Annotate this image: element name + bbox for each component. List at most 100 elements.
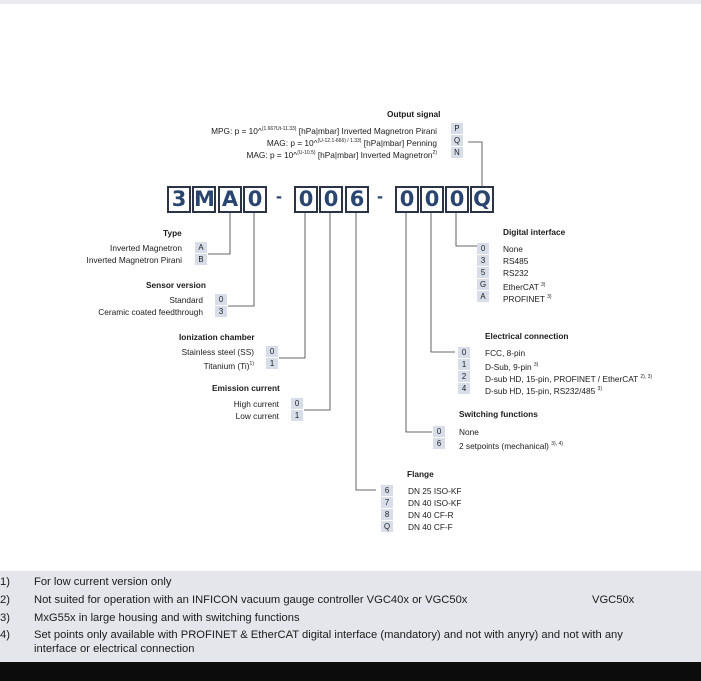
footnote-marker: 3) (540, 282, 546, 288)
footnote-text: MxG55x in large housing and with switchi… (34, 612, 300, 624)
pn-char: 6 (345, 186, 369, 213)
switching-functions-heading: Switching functions (459, 409, 538, 419)
digital-interface-label: EtherCAT 3) (503, 280, 545, 292)
output-signal-row-1: MPG: p = 10^(1.667Ut-11.33) [hPa|mbar] I… (211, 124, 437, 136)
flange-heading: Flange (407, 469, 434, 479)
type-label: Inverted Magnetron Pirani (86, 255, 182, 265)
ionization-label-text: Titanium (Ti) (203, 360, 250, 371)
ionization-chamber-label: Titanium (Ti)1) (204, 359, 254, 371)
sensor-version-code: 0 (215, 294, 227, 305)
electrical-label-text: D-Sub, 9-pin (485, 361, 532, 372)
output-prefix: MPG: (211, 125, 233, 136)
output-unit: [hPa|mbar] (363, 137, 405, 148)
emission-current-heading: Emission current (212, 383, 280, 393)
output-signal-heading: Output signal (387, 109, 441, 119)
footnote-text: Not suited for operation with an INFICON… (34, 594, 468, 606)
output-code-P: P (451, 123, 463, 134)
output-exponent: (1.667Ut-11.33) (261, 126, 297, 132)
flange-label: DN 40 CF-F (408, 522, 453, 532)
pn-char: 0 (294, 186, 318, 213)
footnote-text: For low current version only (34, 576, 172, 588)
type-code: B (195, 254, 207, 265)
footnote-marker: 3), 4) (551, 441, 563, 447)
footnote-marker: 3) (547, 294, 552, 300)
switching-label-text: 2 setpoints (mechanical) (459, 440, 549, 451)
electrical-connection-code: 2 (458, 371, 470, 382)
pn-char: M (192, 186, 216, 213)
pn-char: 0 (445, 186, 469, 213)
electrical-label-text: D-sub HD, 15-pin, RS232/485 (485, 385, 596, 396)
output-desc: Inverted Magnetron Pirani (341, 125, 437, 136)
output-desc: Inverted Magnetron (360, 149, 433, 160)
bottom-bar (0, 662, 701, 681)
footnote-number: 1) (0, 576, 10, 588)
switching-functions-label: None (459, 427, 479, 437)
flange-code: 6 (381, 485, 393, 496)
pn-separator: - (377, 186, 383, 206)
output-desc: Penning (406, 137, 437, 148)
ionization-chamber-code: 1 (266, 358, 278, 369)
flange-code: Q (381, 521, 393, 532)
switching-functions-label: 2 setpoints (mechanical) 3), 4) (459, 439, 563, 451)
footnote-marker: 3) (597, 386, 602, 392)
digital-interface-code: 5 (477, 267, 489, 278)
footnote-number: 4) (0, 629, 10, 641)
footnote-number: 2) (0, 594, 10, 606)
output-exponent: (U-10.5) (297, 150, 316, 156)
output-code-Q: Q (451, 135, 463, 146)
output-exponent: (U-12.1-666) / 1.33) (317, 138, 362, 144)
pn-char: 0 (395, 186, 419, 213)
top-bar (0, 0, 701, 4)
digital-interface-label: RS232 (503, 268, 529, 278)
sensor-version-label: Ceramic coated feedthrough (98, 307, 203, 317)
footnote-number: 3) (0, 612, 10, 624)
pn-char: 3 (167, 186, 191, 213)
output-code-N: N (451, 147, 463, 158)
flange-label: DN 25 ISO-KF (408, 486, 462, 496)
output-unit: [hPa|mbar] (317, 149, 359, 160)
output-formula: p = 10^ (234, 125, 262, 136)
output-signal-row-3: MAG: p = 10^(U-10.5) [hPa|mbar] Inverted… (246, 148, 437, 160)
footnote-marker: 2), 3) (640, 374, 653, 380)
digital-interface-code: A (477, 291, 489, 302)
switching-functions-code: 0 (433, 426, 445, 437)
pn-char: 0 (319, 186, 343, 213)
digital-interface-code: 0 (477, 243, 489, 254)
sensor-version-label: Standard (169, 295, 203, 305)
output-signal-row-2: MAG: p = 10^(U-12.1-666) / 1.33) [hPa|mb… (267, 136, 437, 148)
digital-interface-code: 3 (477, 255, 489, 266)
pn-char: 0 (243, 186, 267, 213)
output-formula: p = 10^ (290, 137, 318, 148)
ionization-chamber-code: 0 (266, 346, 278, 357)
digital-label-text: EtherCAT (503, 281, 539, 292)
emission-current-label: High current (233, 399, 279, 409)
electrical-connection-label: FCC, 8-pin (485, 348, 526, 358)
output-footnote: 2) (432, 150, 437, 156)
flange-code: 8 (381, 509, 393, 520)
digital-interface-code: G (477, 279, 489, 290)
footnotes-panel: 1) For low current version only 2) Not s… (0, 571, 701, 662)
electrical-connection-heading: Electrical connection (485, 331, 569, 341)
digital-interface-label: PROFINET 3) (503, 292, 552, 304)
emission-current-label: Low current (235, 411, 279, 421)
ionization-chamber-label: Stainless steel (SS) (181, 347, 254, 357)
electrical-connection-label: D-sub HD, 15-pin, RS232/485 3) (485, 384, 602, 396)
electrical-connection-code: 0 (458, 347, 470, 358)
digital-interface-label: None (503, 244, 523, 254)
footnote-marker: 3) (533, 362, 539, 368)
pn-char: Q (470, 186, 494, 213)
flange-label: DN 40 ISO-KF (408, 498, 462, 508)
type-label: Inverted Magnetron (110, 243, 182, 253)
pn-char: A (218, 186, 242, 213)
footnote-text: Set points only available with PROFINET … (34, 629, 623, 641)
switching-functions-code: 6 (433, 438, 445, 449)
emission-current-code: 1 (291, 410, 303, 421)
sensor-version-code: 3 (215, 306, 227, 317)
output-unit: [hPa|mbar] (298, 125, 340, 136)
electrical-connection-code: 1 (458, 359, 470, 370)
electrical-label-text: D-sub HD, 15-pin, PROFINET / EtherCAT (485, 373, 639, 384)
digital-interface-heading: Digital interface (503, 227, 566, 237)
output-formula: p = 10^ (269, 149, 298, 160)
electrical-connection-label: D-Sub, 9-pin 3) (485, 360, 538, 372)
